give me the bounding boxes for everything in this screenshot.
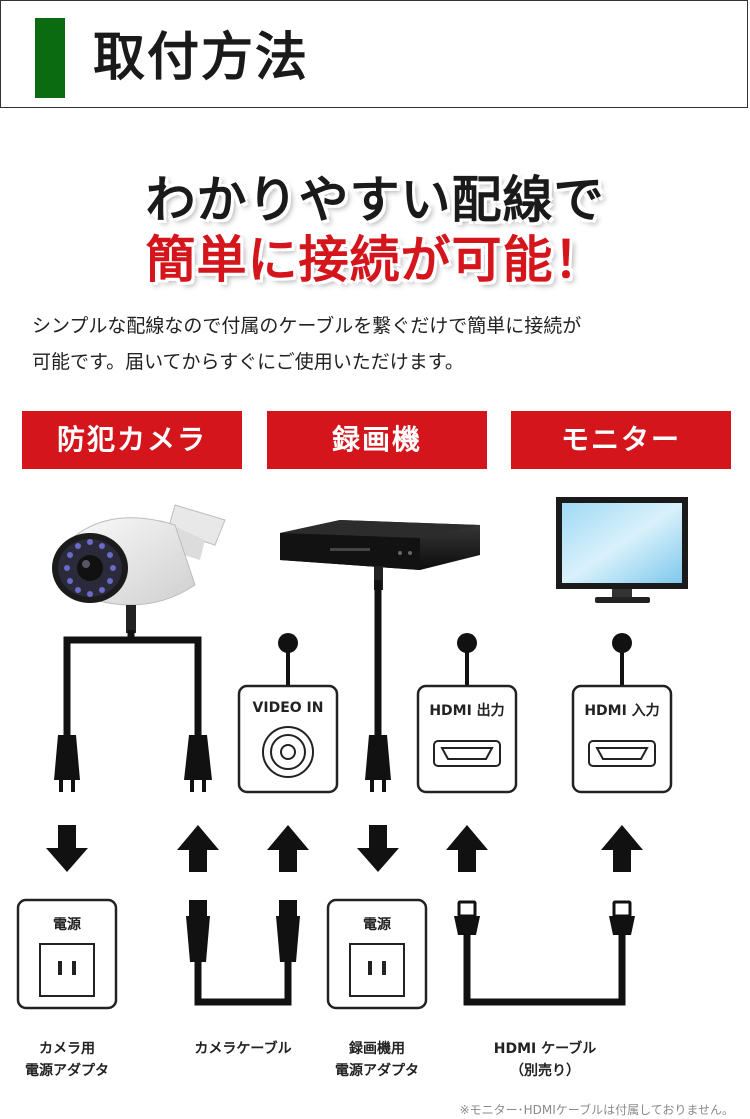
- direction-arrows: [46, 825, 643, 872]
- arrow-down-icon: [46, 825, 88, 872]
- description: シンプルな配線なので付属のケーブルを繋ぐだけで簡単に接続が 可能です。届いてから…: [32, 308, 722, 380]
- hdmi-out-label: HDMI 出力: [429, 703, 505, 719]
- video-in-label: VIDEO IN: [252, 700, 324, 716]
- device-label-recorder: 録画機: [267, 411, 487, 469]
- hdmi-in-port: [571, 684, 673, 794]
- description-line-2: 可能です。届いてからすぐにご使用いただけます。: [32, 351, 464, 373]
- hdmi-in-label: HDMI 入力: [584, 703, 660, 719]
- power-outlet-1: [16, 898, 118, 1010]
- caption-recorder-adapter: 録画機用 電源アダプタ: [335, 1041, 419, 1079]
- device-label-camera: 防犯カメラ: [22, 411, 242, 469]
- port-connectors: [278, 633, 632, 686]
- headline-line-2: 簡単に接続が可能！: [145, 231, 605, 289]
- device-label-monitor: モニター: [511, 411, 731, 469]
- power-outlet-1-label: 電源: [53, 917, 81, 933]
- video-in-port: [237, 684, 339, 794]
- power-outlet-2: [326, 898, 428, 1010]
- section-title: 取付方法: [93, 28, 310, 88]
- hdmi-cable-icon: [454, 900, 635, 1006]
- hdmi-out-port: [416, 684, 518, 794]
- arrow-up-icon: [177, 825, 219, 872]
- camera-cable-icon: [186, 900, 300, 1006]
- caption-camera-cable: カメラケーブル: [194, 1041, 292, 1057]
- monitor-icon: [556, 497, 688, 603]
- arrow-up-icon: [446, 825, 488, 872]
- camera-power-plug-icon: [54, 735, 80, 792]
- headline-line-1: わかりやすい配線で: [145, 171, 605, 229]
- recorder-power-plug-icon: [365, 735, 391, 792]
- description-line-1: シンプルな配線なので付属のケーブルを繋ぐだけで簡単に接続が: [32, 315, 582, 337]
- camera-signal-plug-icon: [184, 735, 212, 792]
- power-outlet-2-label: 電源: [363, 917, 391, 933]
- arrow-up-icon: [601, 825, 643, 872]
- caption-hdmi-cable: HDMI ケーブル （別売り）: [493, 1041, 597, 1079]
- arrow-down-icon: [357, 825, 399, 872]
- caption-camera-adapter: カメラ用 電源アダプタ: [25, 1041, 109, 1079]
- camera-cable-lines: [63, 630, 202, 740]
- security-camera-icon: [52, 504, 226, 633]
- arrow-up-icon: [267, 825, 309, 872]
- footnote: ※モニター･HDMIケーブルは付属しておりません。: [459, 1103, 734, 1117]
- section-header: 取付方法: [0, 0, 748, 108]
- header-accent-bar: [35, 18, 65, 98]
- recorder-icon: [280, 520, 480, 590]
